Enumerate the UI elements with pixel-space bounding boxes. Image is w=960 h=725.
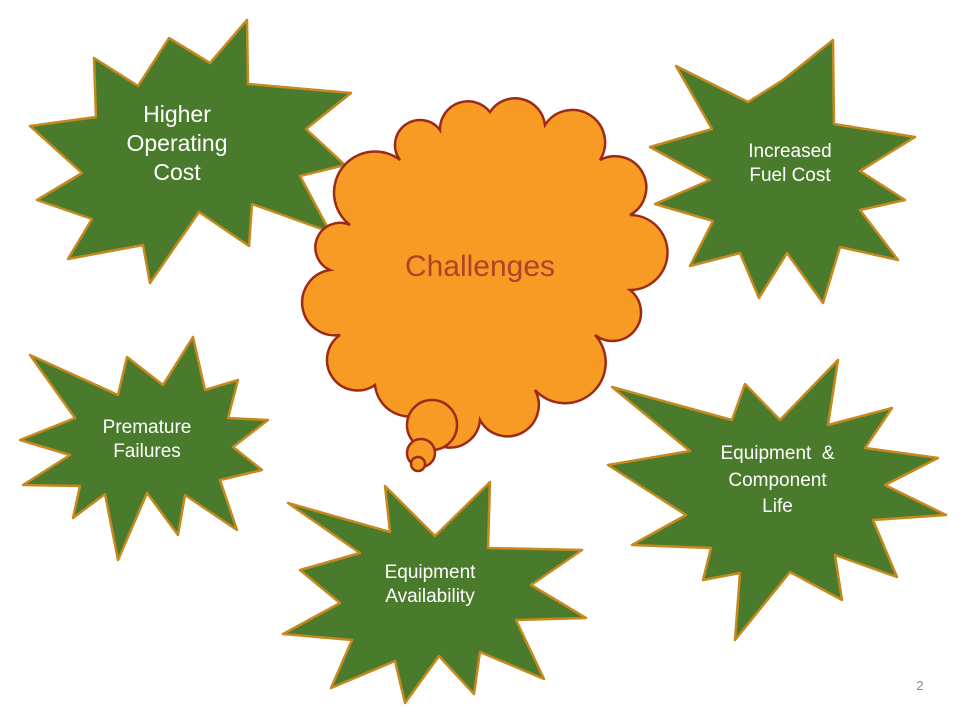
label-line: Life: [762, 496, 793, 518]
thought-bubble-small: [409, 455, 427, 473]
label-line: Equipment &: [720, 443, 835, 464]
equipment-availability-burst: [281, 480, 588, 705]
thought-cloud: [300, 97, 669, 473]
label-line: Failures: [113, 440, 181, 462]
label-line: Cost: [153, 158, 201, 185]
premature-failures-label: Premature Failures: [77, 416, 217, 464]
thought-cloud-body: [300, 97, 669, 449]
label-line: Operating: [126, 129, 228, 156]
equipment-availability-label: Equipment Availability: [360, 561, 500, 609]
higher-operating-cost-label: Higher Operating Cost: [97, 100, 257, 186]
label-line: Availability: [385, 585, 475, 607]
increased-fuel-cost-burst: [648, 38, 917, 305]
label-line: Equipment: [384, 562, 476, 583]
higher-operating-cost-burst: [28, 18, 353, 285]
challenges-title: Challenges: [404, 250, 556, 283]
label-line: Fuel Cost: [749, 164, 831, 186]
equipment-component-life-label: Equipment & Component Life: [695, 441, 860, 521]
page-number: 2: [916, 678, 924, 693]
equipment-component-life-burst: [606, 358, 948, 642]
label-line: Component: [728, 469, 827, 491]
label-line: Premature: [102, 417, 192, 438]
increased-fuel-cost-label: Increased Fuel Cost: [720, 140, 860, 188]
label-line: Higher: [143, 101, 211, 127]
label-line: Increased: [748, 141, 832, 162]
premature-failures-burst: [18, 335, 270, 562]
